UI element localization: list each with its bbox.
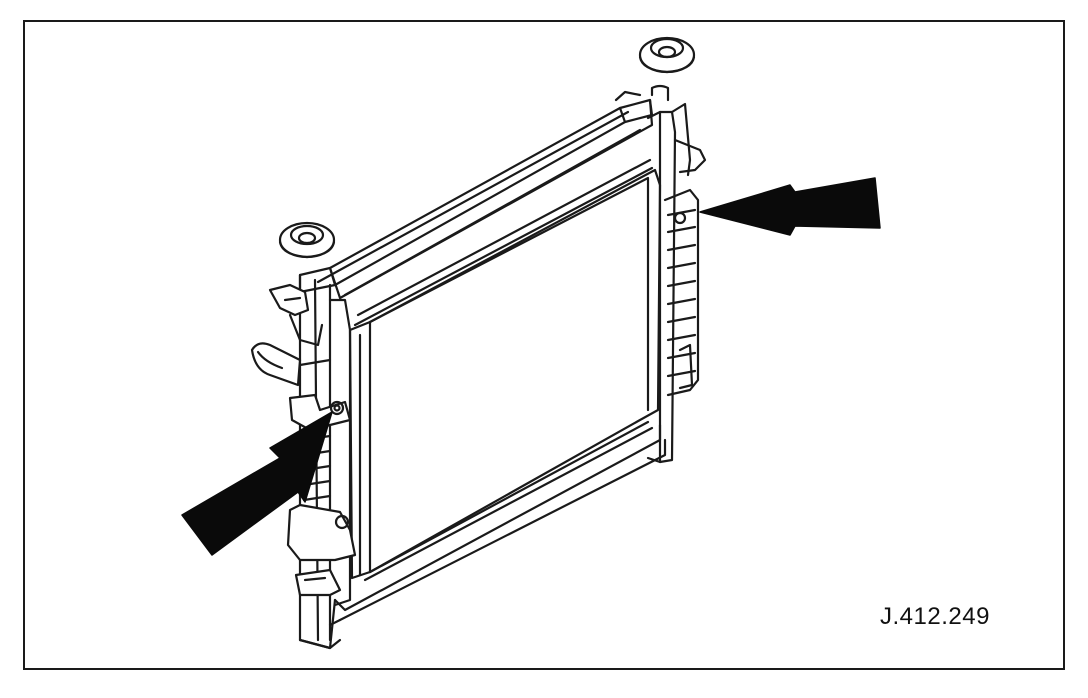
arrow-icon-left bbox=[181, 411, 333, 556]
rubber-grommet-top-right bbox=[638, 36, 696, 74]
radiator-icon bbox=[250, 84, 707, 650]
figure-reference-code: J.412.249 bbox=[880, 603, 990, 630]
arrow-icon-right bbox=[699, 177, 881, 236]
rubber-grommet-left bbox=[278, 221, 336, 259]
